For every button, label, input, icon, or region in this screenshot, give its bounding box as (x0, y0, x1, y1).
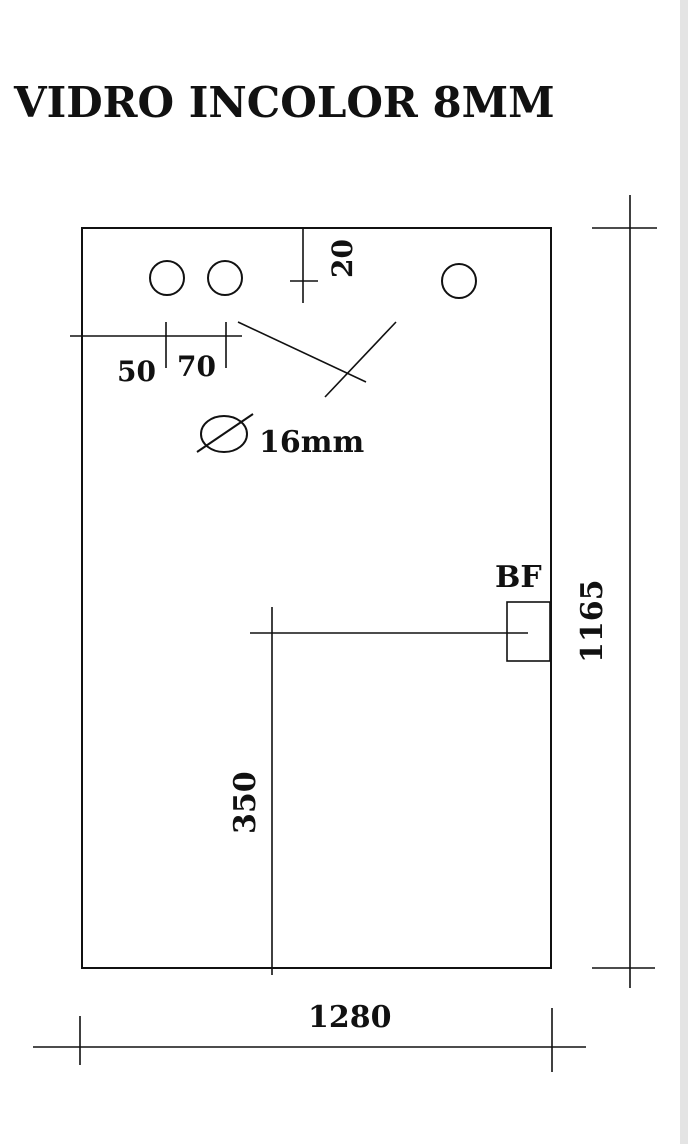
leader-line-1 (237, 321, 367, 383)
drawing-title: VIDRO INCOLOR 8MM (14, 78, 555, 127)
hole-2 (207, 260, 243, 296)
height-label: 1165 (575, 580, 610, 664)
bf-label: BF (495, 560, 542, 595)
left-offset-label-2: 70 (177, 350, 216, 383)
diameter-symbol (196, 413, 254, 453)
hole-3 (441, 263, 477, 299)
hole-1 (149, 260, 185, 296)
left-offset-label-1: 50 (117, 355, 156, 388)
bf-box (506, 601, 551, 662)
glass-panel-outline (81, 227, 552, 969)
width-label: 1280 (308, 1000, 392, 1035)
bf-height-label: 350 (228, 771, 263, 834)
leader-line-2 (324, 321, 397, 398)
page-edge (680, 0, 688, 1144)
top-offset-label: 20 (326, 239, 359, 278)
hole-diameter-label: 16mm (259, 425, 364, 460)
